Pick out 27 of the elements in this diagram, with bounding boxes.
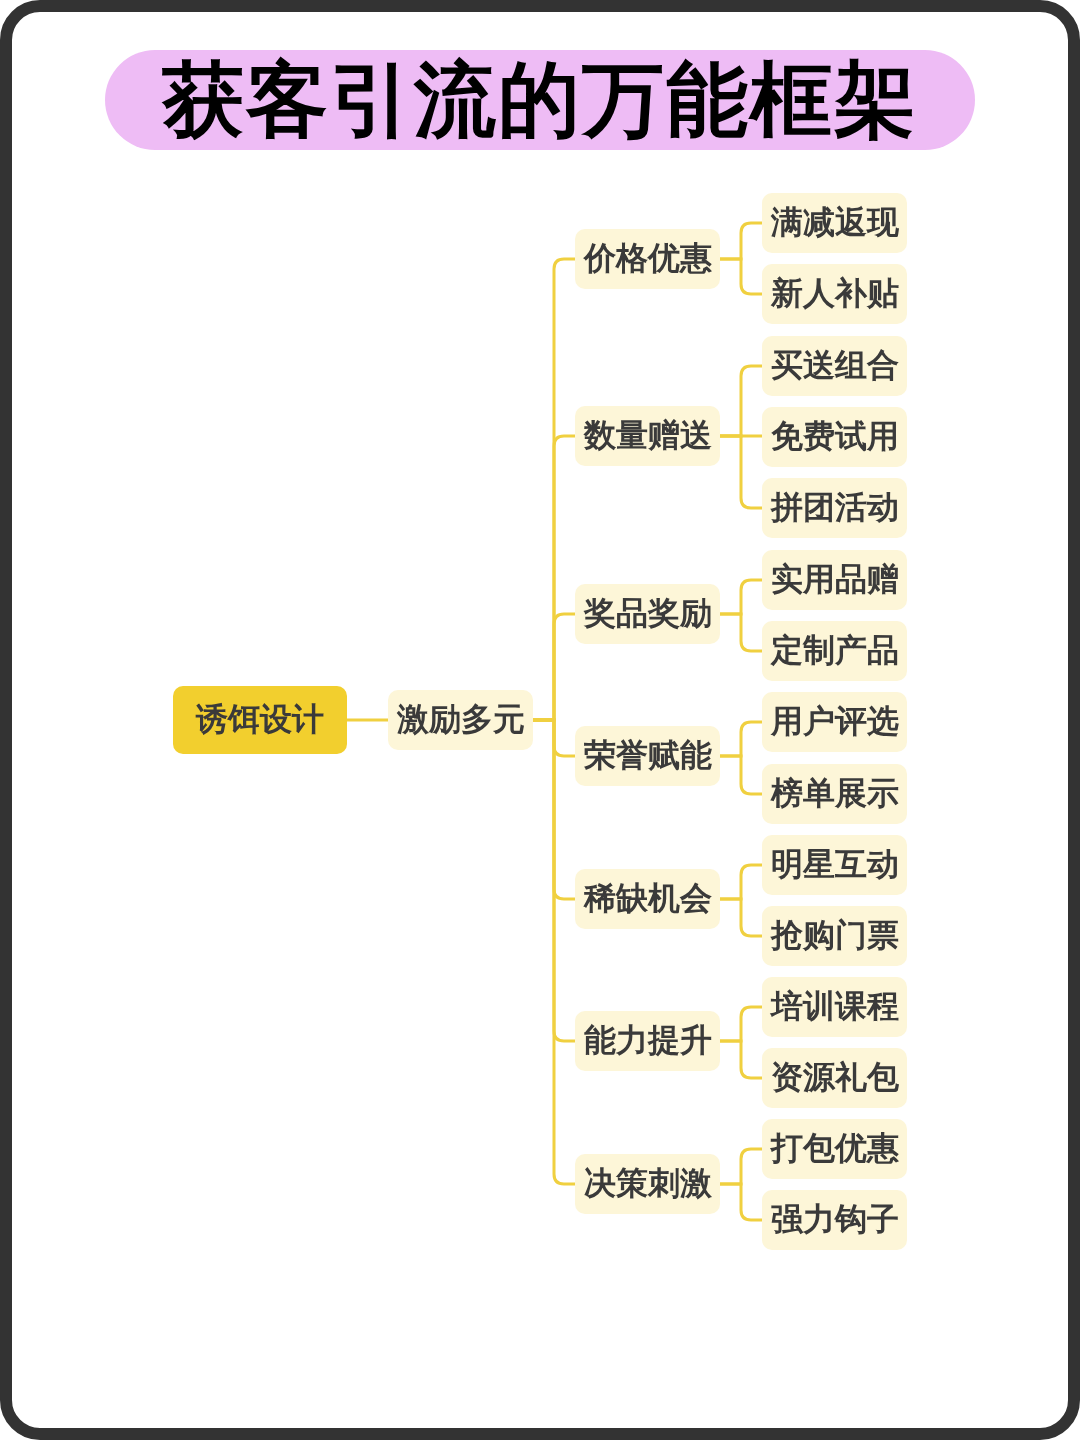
branch-box: 能力提升 <box>575 1011 720 1071</box>
leaf-box: 强力钩子 <box>762 1190 907 1250</box>
leaf-box: 打包优惠 <box>762 1119 907 1179</box>
branch-box: 决策刺激 <box>575 1154 720 1214</box>
branch-box: 数量赠送 <box>575 406 720 466</box>
central-topic-box: 诱饵设计 <box>173 686 347 754</box>
leaf-box: 实用品赠 <box>762 550 907 610</box>
branch-box: 奖品奖励 <box>575 584 720 644</box>
connector-line <box>533 718 575 1186</box>
leaf-box: 培训课程 <box>762 977 907 1037</box>
leaf-box: 资源礼包 <box>762 1048 907 1108</box>
leaf-box: 榜单展示 <box>762 764 907 824</box>
branch-box: 稀缺机会 <box>575 869 720 929</box>
leaf-box: 满减返现 <box>762 193 907 253</box>
branch-box: 价格优惠 <box>575 229 720 289</box>
title-banner: 获客引流的万能框架 <box>105 50 975 150</box>
leaf-box: 免费试用 <box>762 407 907 467</box>
leaf-box: 新人补贴 <box>762 264 907 324</box>
branch-box: 荣誉赋能 <box>575 726 720 786</box>
connector-line <box>347 718 388 722</box>
leaf-box: 抢购门票 <box>762 906 907 966</box>
leaf-box: 定制产品 <box>762 621 907 681</box>
leaf-box: 用户评选 <box>762 692 907 752</box>
leaf-box: 拼团活动 <box>762 478 907 538</box>
topic-box: 激励多元 <box>388 690 533 750</box>
leaf-box: 买送组合 <box>762 336 907 396</box>
leaf-box: 明星互动 <box>762 835 907 895</box>
